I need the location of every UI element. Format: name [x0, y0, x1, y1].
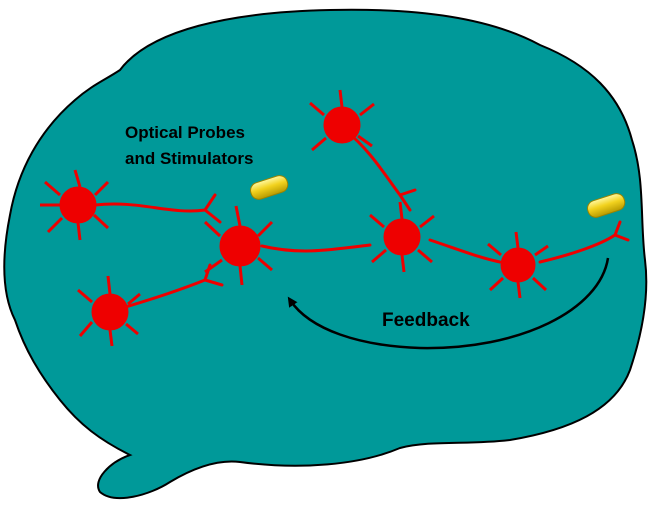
feedback-label: Feedback	[382, 310, 470, 331]
axon-center-to-middle	[260, 243, 372, 253]
neuron-icon	[40, 89, 549, 347]
brain-outline	[3, 8, 648, 500]
axon-middle-to-right	[428, 238, 502, 264]
probes-label-line2: and Stimulators	[125, 149, 253, 168]
neuron-center	[203, 205, 274, 286]
probe-left	[250, 175, 289, 200]
neuron-right	[487, 231, 549, 299]
optical-probe-icon	[250, 175, 626, 218]
neuron-left	[40, 169, 110, 241]
neuron-middle	[369, 201, 435, 273]
neuron-top	[309, 89, 375, 152]
axon-neuron1-to-center	[93, 193, 222, 224]
feedback-arrow	[287, 257, 610, 350]
probe-right	[587, 193, 626, 218]
axon-right-to-probe	[538, 220, 630, 264]
probes-label-line1: Optical Probes	[125, 123, 245, 142]
neuron-lower-left	[77, 275, 141, 347]
